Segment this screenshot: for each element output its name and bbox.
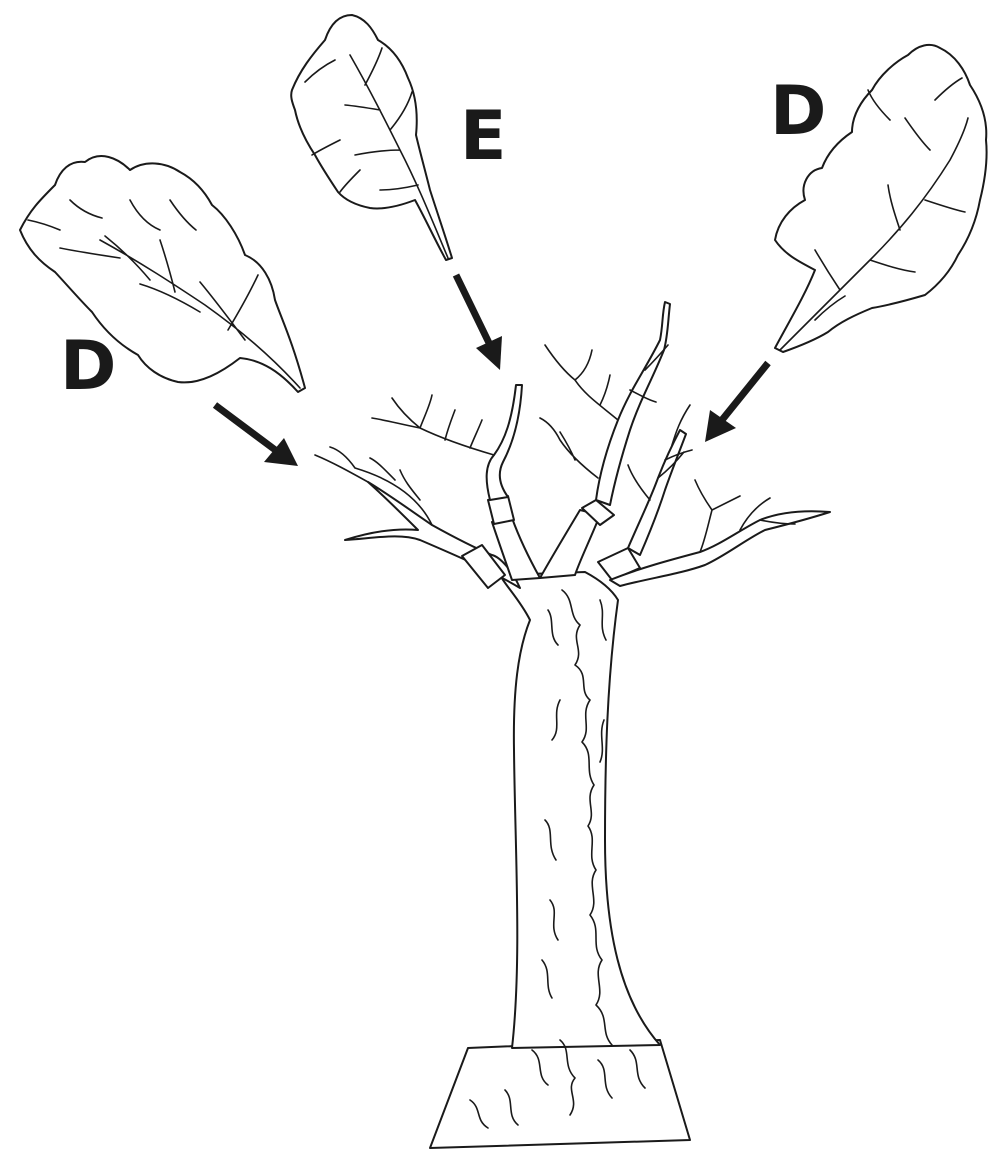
scion-middle-twigs [372, 395, 494, 455]
tree-trunk [500, 572, 660, 1048]
arrow-left [215, 405, 298, 466]
scion-right-stem [628, 430, 686, 555]
scion-middle-stem [487, 385, 522, 500]
cutting-middle-foliage [291, 15, 452, 260]
label-middle-cutting: E [460, 103, 506, 171]
tree-base [430, 1040, 690, 1148]
graft-joint-left [462, 545, 505, 588]
rootstock-tree [315, 302, 830, 1148]
label-right-cutting: D [770, 78, 826, 146]
branch-center [540, 510, 600, 578]
cutting-middle [291, 15, 452, 260]
arrow-middle [456, 275, 502, 370]
arrow-right [705, 363, 768, 442]
label-left-cutting: D [60, 333, 116, 401]
